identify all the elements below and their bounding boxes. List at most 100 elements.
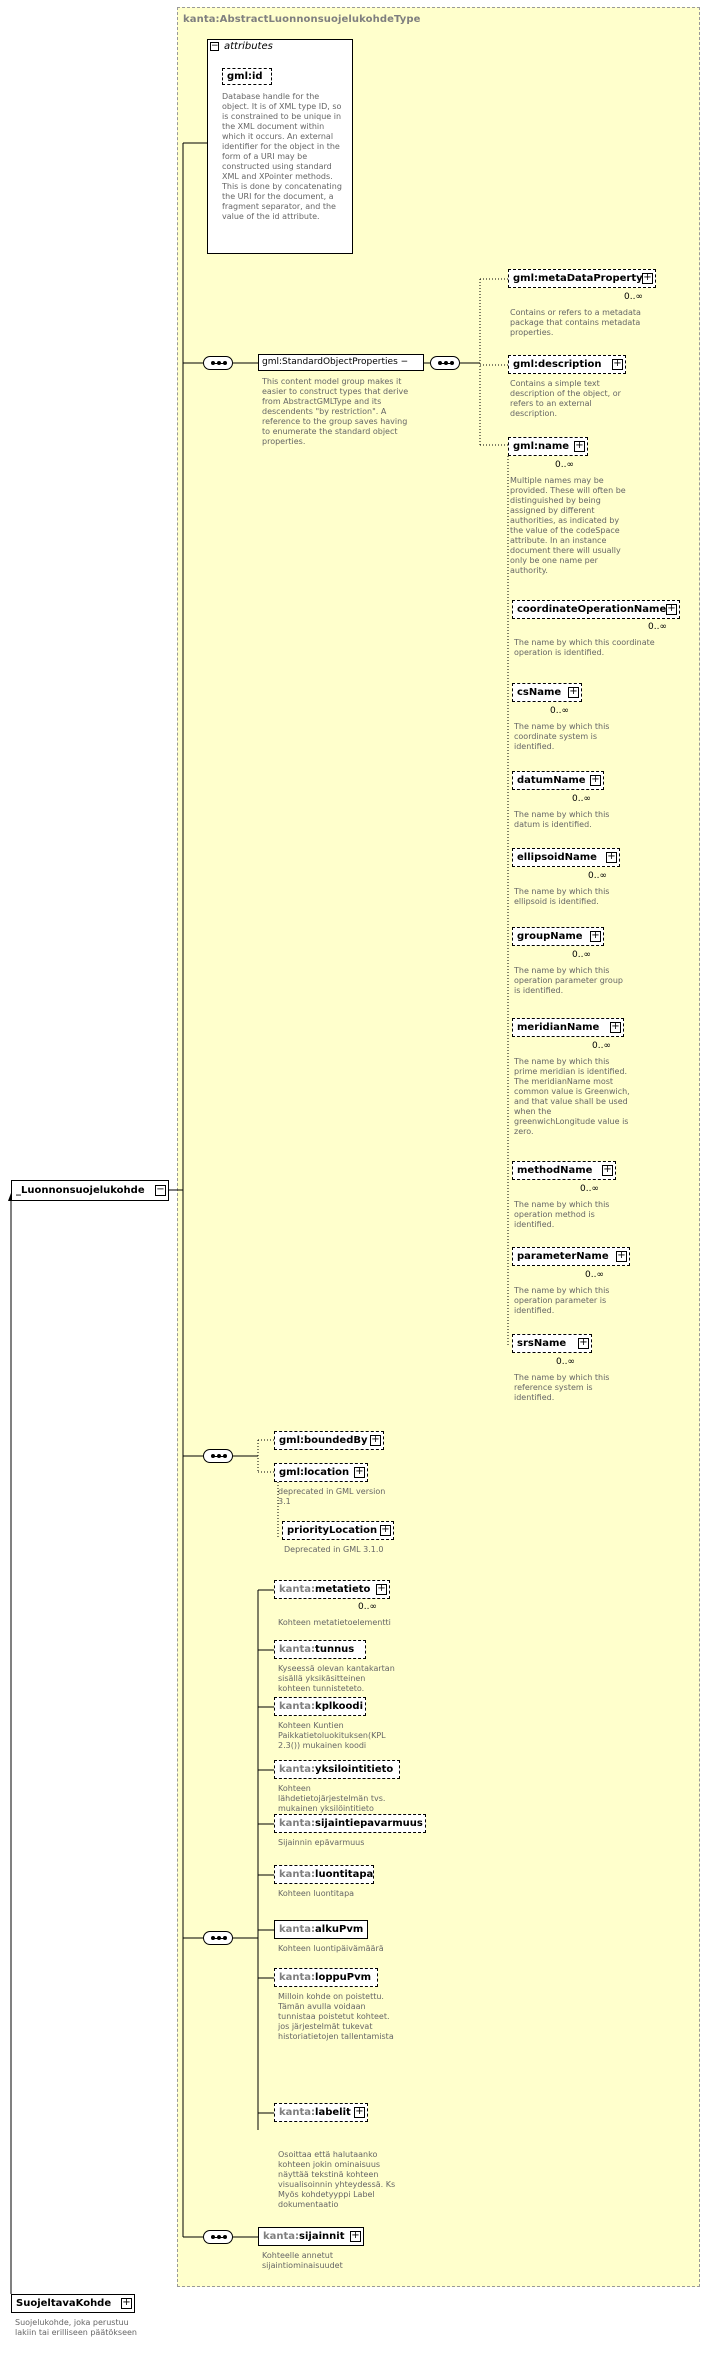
element-gml-description[interactable]: gml:description + — [508, 355, 626, 374]
element-coordinateoperationname[interactable]: coordinateOperationName + — [512, 600, 680, 619]
element-doc: Deprecated in GML 3.1.0 — [284, 1545, 384, 1554]
element-gml-name[interactable]: gml:name + — [508, 437, 588, 456]
element-kanta-loppupvm[interactable]: kanta:loppuPvm — [274, 1968, 378, 1987]
element-gml-metadataproperty[interactable]: gml:metaDataProperty + — [508, 269, 656, 288]
cardinality: 0..∞ — [556, 1357, 575, 1367]
element-kanta-alkupvm[interactable]: kanta:alkuPvm — [274, 1920, 368, 1939]
element-name: priorityLocation — [287, 1525, 378, 1536]
element-gml-boundedby[interactable]: gml:boundedBy + — [274, 1431, 384, 1450]
element-doc: Osoittaa että halutaanko kohteen jokin o… — [278, 2150, 396, 2209]
expand-icon[interactable]: + — [666, 603, 677, 615]
expand-icon[interactable]: + — [590, 930, 601, 942]
sequence-compositor[interactable] — [203, 1449, 233, 1463]
element-doc: Sijainnin epävarmuus — [278, 1838, 365, 1847]
group-standard-object-properties[interactable]: gml:StandardObjectProperties − — [258, 354, 424, 371]
expand-icon[interactable]: + — [350, 2230, 361, 2242]
cardinality: 0..∞ — [588, 871, 607, 881]
element-ellipsoidname[interactable]: ellipsoidName + — [512, 848, 620, 867]
element-name: methodName — [517, 1165, 593, 1176]
element-methodname[interactable]: methodName + — [512, 1161, 616, 1180]
expand-icon[interactable]: + — [568, 686, 579, 698]
element-doc: Milloin kohde on poistettu. Tämän avulla… — [278, 1992, 394, 2041]
element-doc: Kohteelle annetut sijaintiominaisuudet — [262, 2251, 343, 2270]
element-doc: The name by which this ellipsoid is iden… — [514, 887, 610, 906]
element-datumname[interactable]: datumName + — [512, 771, 604, 790]
element-kanta-sijainnit[interactable]: kanta:sijainnit + — [258, 2227, 364, 2246]
expand-icon[interactable]: + — [602, 1164, 613, 1176]
cardinality: 0..∞ — [572, 950, 591, 960]
element-name: datumName — [517, 775, 586, 786]
element-prefix: kanta: — [279, 1701, 316, 1712]
element-name: kplkoodi — [315, 1701, 363, 1712]
element-prefix: kanta: — [279, 1644, 316, 1655]
element-prefix: kanta: — [279, 1764, 316, 1775]
element-kanta-luontitapa[interactable]: kanta:luontitapa — [274, 1865, 374, 1884]
element-kanta-yksilointitieto[interactable]: kanta:yksilointitieto — [274, 1760, 400, 1779]
collapse-icon[interactable]: − — [210, 41, 219, 51]
collapse-icon[interactable]: − — [400, 357, 409, 367]
element-groupname[interactable]: groupName + — [512, 927, 604, 946]
element-suojeltavakohde[interactable]: SuojeltavaKohde + — [11, 2294, 135, 2313]
element-meridianname[interactable]: meridianName + — [512, 1018, 624, 1037]
root-element[interactable]: _Luonnonsuojelukohde − — [11, 1180, 169, 1201]
expand-icon[interactable]: + — [574, 440, 585, 452]
element-doc: Kohteen luontipäivämäärä — [278, 1944, 384, 1953]
element-doc: The name by which this operation method … — [514, 1200, 610, 1229]
element-srsname[interactable]: srsName + — [512, 1334, 592, 1353]
element-doc: Kyseessä olevan kantakartan sisällä yksi… — [278, 1664, 395, 1693]
element-doc: Kohteen lähdetietojärjestelmän tvs. muka… — [278, 1784, 386, 1813]
expand-icon[interactable]: + — [370, 1434, 381, 1446]
collapse-icon[interactable]: − — [155, 1184, 166, 1196]
cardinality: 0..∞ — [592, 1041, 611, 1051]
element-parametername[interactable]: parameterName + — [512, 1247, 630, 1266]
element-kanta-metatieto[interactable]: kanta:metatieto + — [274, 1580, 390, 1599]
element-name: loppuPvm — [315, 1972, 372, 1983]
expand-icon[interactable]: + — [354, 1466, 365, 1478]
element-csname[interactable]: csName + — [512, 683, 582, 702]
cardinality: 0..∞ — [555, 460, 574, 470]
expand-icon[interactable]: + — [606, 851, 617, 863]
root-element-label: _Luonnonsuojelukohde — [16, 1185, 145, 1196]
expand-icon[interactable]: + — [642, 272, 653, 284]
element-name: gml:name — [513, 441, 570, 452]
element-name: groupName — [517, 931, 583, 942]
expand-icon[interactable]: + — [578, 1337, 589, 1349]
attribute-gml-id[interactable]: gml:id — [222, 68, 272, 85]
element-doc: The name by which this coordinate operat… — [514, 638, 655, 657]
sequence-compositor[interactable] — [203, 1931, 233, 1945]
element-name: gml:location — [279, 1467, 350, 1478]
element-name: alkuPvm — [315, 1924, 364, 1935]
element-doc: The name by which this operation paramet… — [514, 1286, 610, 1315]
sequence-compositor[interactable] — [430, 356, 460, 370]
element-name: tunnus — [315, 1644, 355, 1655]
attributes-label: attributes — [224, 41, 273, 52]
element-prioritylocation[interactable]: priorityLocation + — [282, 1521, 394, 1540]
cardinality: 0..∞ — [550, 706, 569, 716]
element-kanta-tunnus[interactable]: kanta:tunnus — [274, 1640, 366, 1659]
group-name: gml:StandardObjectProperties — [262, 357, 398, 367]
element-name: sijaintiepavarmuus — [315, 1818, 423, 1829]
element-prefix: kanta: — [279, 1869, 316, 1880]
element-kanta-labelit[interactable]: kanta:labelit + — [274, 2103, 368, 2122]
expand-icon[interactable]: + — [616, 1250, 627, 1262]
element-doc: The name by which this datum is identifi… — [514, 810, 610, 829]
expand-icon[interactable]: + — [380, 1524, 391, 1536]
element-doc: Contains or refers to a metadata package… — [510, 308, 641, 337]
expand-icon[interactable]: + — [612, 358, 623, 370]
element-prefix: kanta: — [279, 1584, 316, 1595]
element-kanta-kplkoodi[interactable]: kanta:kplkoodi — [274, 1697, 366, 1716]
sequence-compositor[interactable] — [203, 2230, 233, 2244]
cardinality: 0..∞ — [358, 1602, 377, 1612]
element-gml-location[interactable]: gml:location + — [274, 1463, 368, 1482]
expand-icon[interactable]: + — [376, 1583, 387, 1595]
element-kanta-sijaintiepavarmuus[interactable]: kanta:sijaintiepavarmuus — [274, 1814, 426, 1833]
element-doc: Kohteen luontitapa — [278, 1889, 355, 1898]
expand-icon[interactable]: + — [354, 2106, 365, 2118]
expand-icon[interactable]: + — [610, 1021, 621, 1033]
element-doc: Contains a simple text description of th… — [510, 379, 621, 418]
element-prefix: kanta: — [279, 1972, 316, 1983]
expand-icon[interactable]: + — [590, 774, 601, 786]
expand-icon[interactable]: + — [121, 2297, 132, 2309]
sequence-compositor[interactable] — [203, 356, 233, 370]
